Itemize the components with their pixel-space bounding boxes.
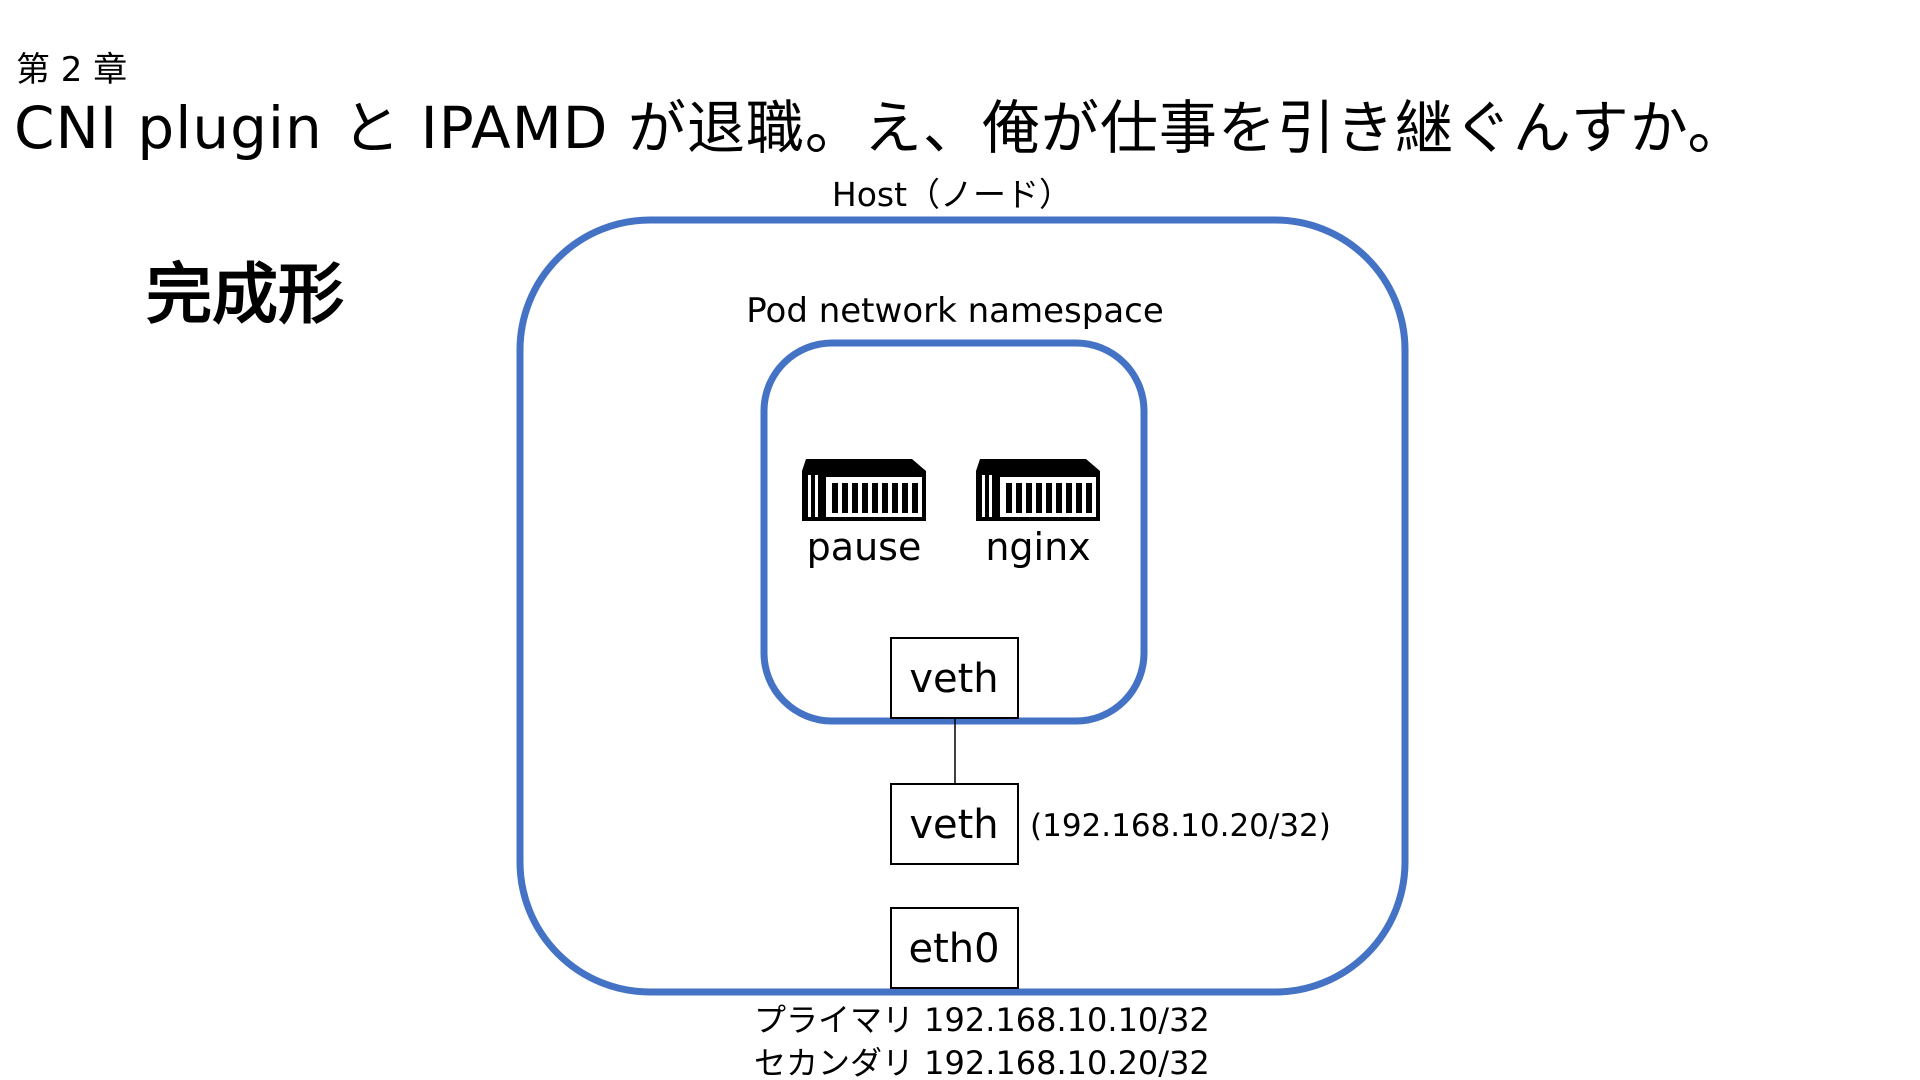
primary-ip-line: プライマリ 192.168.10.10/32	[754, 1001, 1210, 1039]
slide-title: CNI plugin と IPAMD が退職。え、俺が仕事を引き継ぐんすか。	[14, 94, 1747, 162]
container-icon	[802, 459, 926, 521]
host-label: Host（ノード）	[832, 175, 1072, 214]
container-icon	[976, 459, 1100, 521]
eth0-label: eth0	[908, 926, 999, 972]
pod-namespace-label: Pod network namespace	[746, 291, 1164, 331]
container-label-pause: pause	[807, 525, 922, 569]
secondary-ip-line: セカンダリ 192.168.10.20/32	[754, 1044, 1210, 1080]
chapter-label: 第 2 章	[16, 50, 128, 90]
pod-veth-label: veth	[909, 656, 998, 702]
host-veth-label: veth	[909, 802, 998, 848]
host-boundary	[516, 216, 1409, 996]
container-label-nginx: nginx	[985, 525, 1090, 569]
pod-veth-box	[890, 637, 1019, 719]
eth0-box	[890, 907, 1019, 989]
host-veth-box	[890, 783, 1019, 865]
host-veth-ip: (192.168.10.20/32)	[1030, 808, 1331, 844]
slide-subtitle: 完成形	[146, 256, 344, 333]
pod-namespace-boundary	[760, 339, 1148, 725]
